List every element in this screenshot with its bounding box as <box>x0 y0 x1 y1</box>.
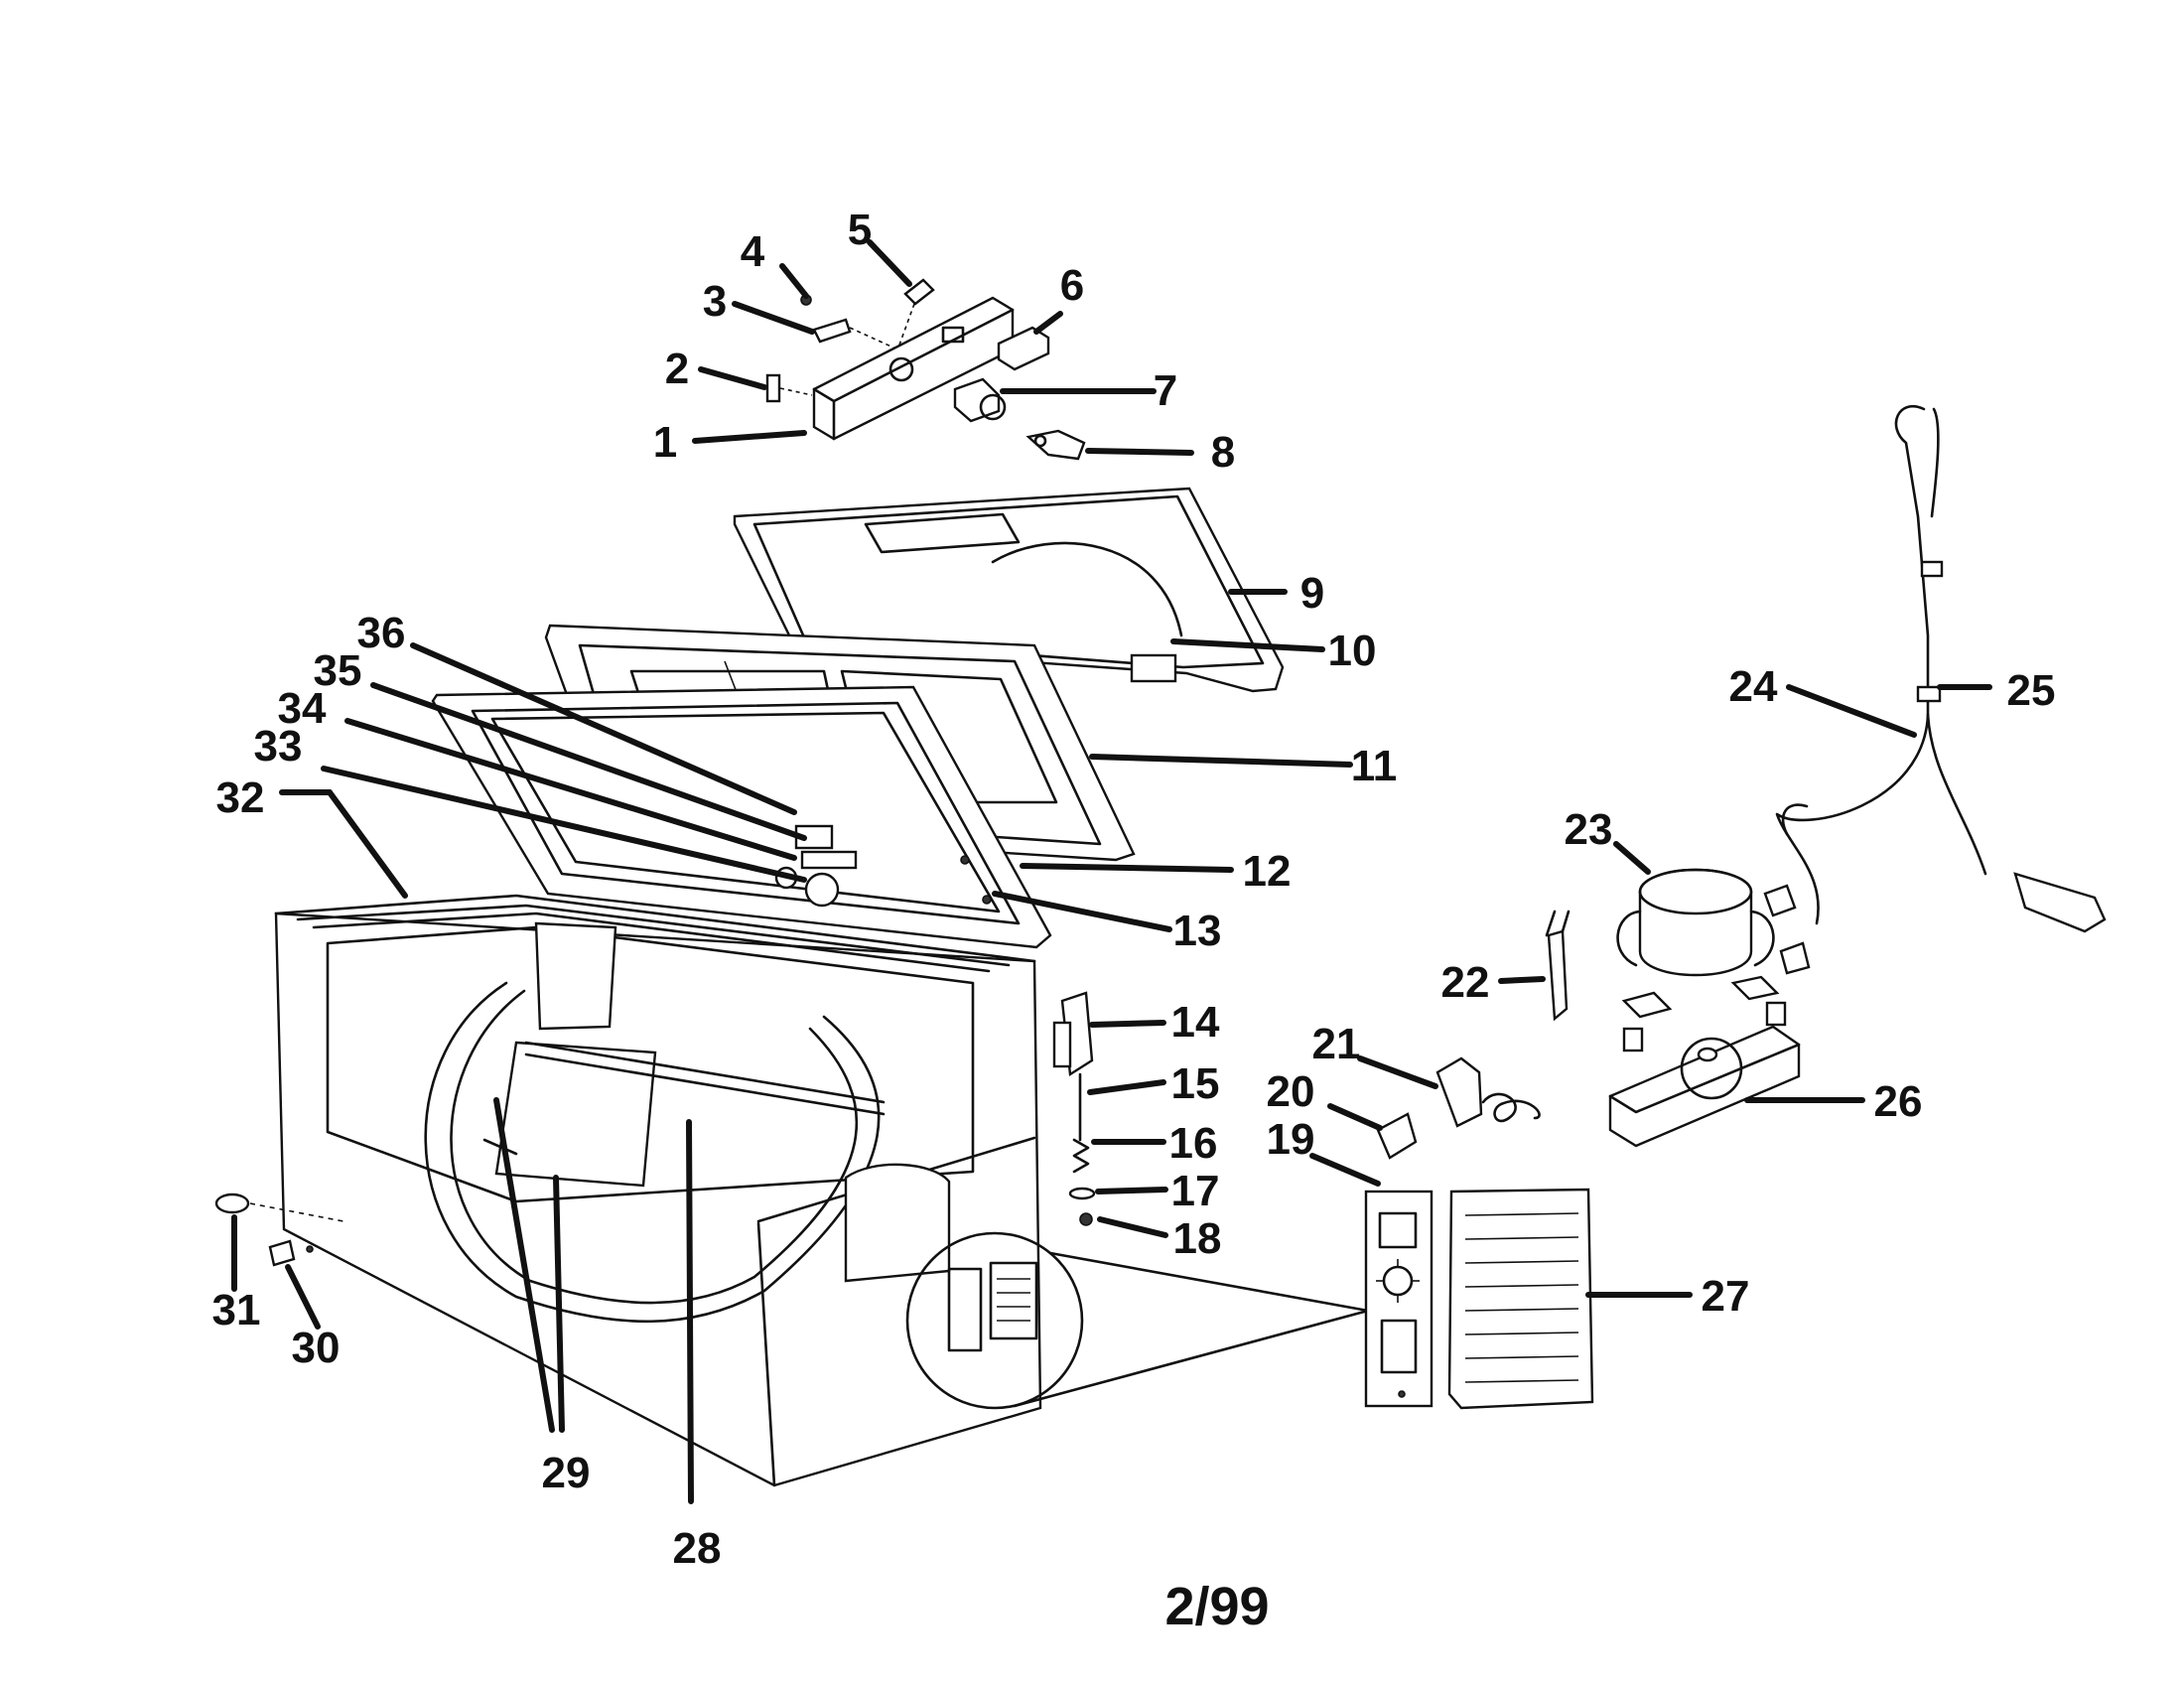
callout-8: 8 <box>1211 428 1235 477</box>
callout-17: 17 <box>1171 1167 1220 1215</box>
hinge-assembly <box>1052 991 1096 1226</box>
callout-36: 36 <box>357 609 406 657</box>
callout-24: 24 <box>1729 662 1778 711</box>
callout-11: 11 <box>1351 742 1398 790</box>
handle-assembly <box>765 278 1086 461</box>
callout-30: 30 <box>292 1324 341 1372</box>
callout-14: 14 <box>1171 998 1220 1047</box>
callout-20: 20 <box>1267 1067 1315 1116</box>
callout-2: 2 <box>665 345 689 393</box>
callout-16: 16 <box>1169 1119 1218 1168</box>
callout-13: 13 <box>1173 907 1222 955</box>
freezer-cabinet <box>214 894 1370 1487</box>
callout-6: 6 <box>1060 261 1084 310</box>
callout-7: 7 <box>1154 366 1177 415</box>
callout-25: 25 <box>2007 666 2056 715</box>
callout-35: 35 <box>314 646 362 695</box>
callout-26: 26 <box>1874 1077 1923 1126</box>
callout-21: 21 <box>1312 1020 1361 1068</box>
callout-28: 28 <box>673 1524 722 1573</box>
callout-23: 23 <box>1565 805 1613 854</box>
callout-22: 22 <box>1441 958 1490 1007</box>
callout-3: 3 <box>703 277 727 326</box>
callout-18: 18 <box>1173 1214 1222 1263</box>
callout-33: 33 <box>254 722 303 771</box>
callout-29: 29 <box>542 1449 591 1497</box>
callout-34: 34 <box>278 684 327 733</box>
callout-12: 12 <box>1243 847 1292 896</box>
callout-9: 9 <box>1300 569 1324 618</box>
callout-27: 27 <box>1702 1272 1750 1321</box>
callout-1: 1 <box>653 418 677 467</box>
page-code: 2/99 <box>1164 1577 1269 1636</box>
callout-32: 32 <box>216 773 265 822</box>
callout-4: 4 <box>741 227 765 276</box>
electrical-parts <box>1364 405 2107 1410</box>
callout-15: 15 <box>1171 1059 1220 1108</box>
callout-5: 5 <box>848 206 872 254</box>
callout-19: 19 <box>1267 1115 1315 1164</box>
leader-lines <box>231 239 1992 1504</box>
callout-10: 10 <box>1328 627 1377 675</box>
callout-numbers: 1 2 3 4 5 6 7 8 9 10 11 12 13 14 15 16 1… <box>212 206 2056 1573</box>
callout-31: 31 <box>212 1286 261 1334</box>
